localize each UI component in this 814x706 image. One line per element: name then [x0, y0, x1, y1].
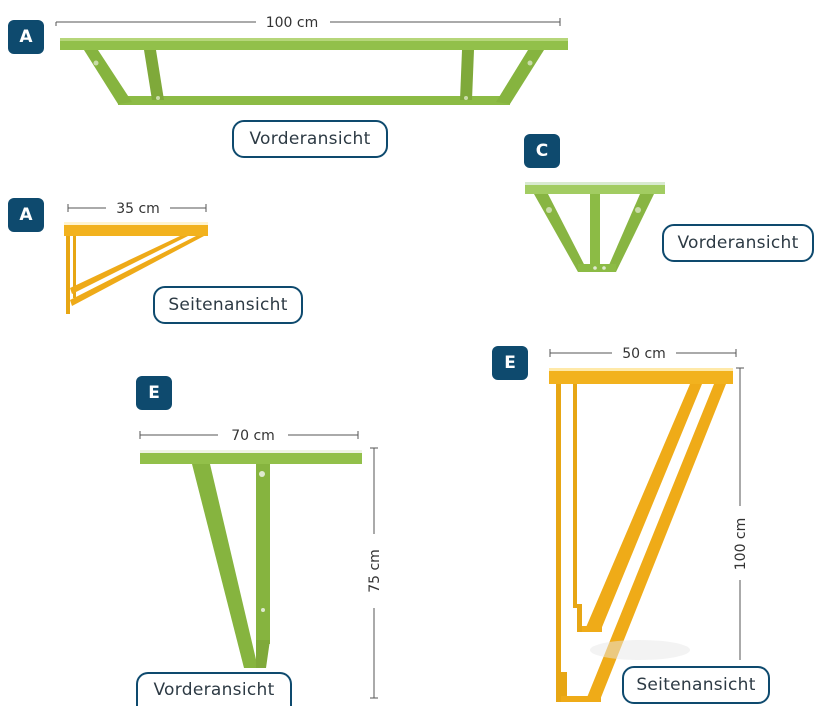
badge-a-side: A — [8, 198, 44, 232]
bracket-a-side: 35 cm — [64, 201, 208, 314]
label-e-side: Seitenansicht — [622, 666, 770, 704]
e-front-width-label: 70 cm — [231, 428, 275, 444]
bracket-e-front: 70 cm 75 cm — [139, 428, 383, 699]
label-a-side: Seitenansicht — [153, 286, 303, 324]
badge-a-front: A — [8, 20, 44, 54]
badge-e-side: E — [492, 346, 528, 380]
e-side-width-label: 50 cm — [622, 346, 666, 362]
e-side-height-label: 100 cm — [733, 518, 749, 571]
e-front-height-label: 75 cm — [367, 549, 383, 593]
bracket-a-front: 100 cm — [55, 15, 568, 105]
label-e-front: Vorderansicht — [136, 672, 292, 706]
label-c-front: Vorderansicht — [662, 224, 814, 262]
bracket-c-front — [525, 182, 665, 272]
bracket-e-side: 50 cm 100 cm — [549, 346, 749, 702]
badge-e-front: E — [136, 376, 172, 410]
badge-c-front: C — [524, 134, 560, 168]
a-side-width-label: 35 cm — [116, 201, 160, 217]
a-front-width-label: 100 cm — [266, 15, 319, 31]
label-a-front: Vorderansicht — [232, 120, 388, 158]
